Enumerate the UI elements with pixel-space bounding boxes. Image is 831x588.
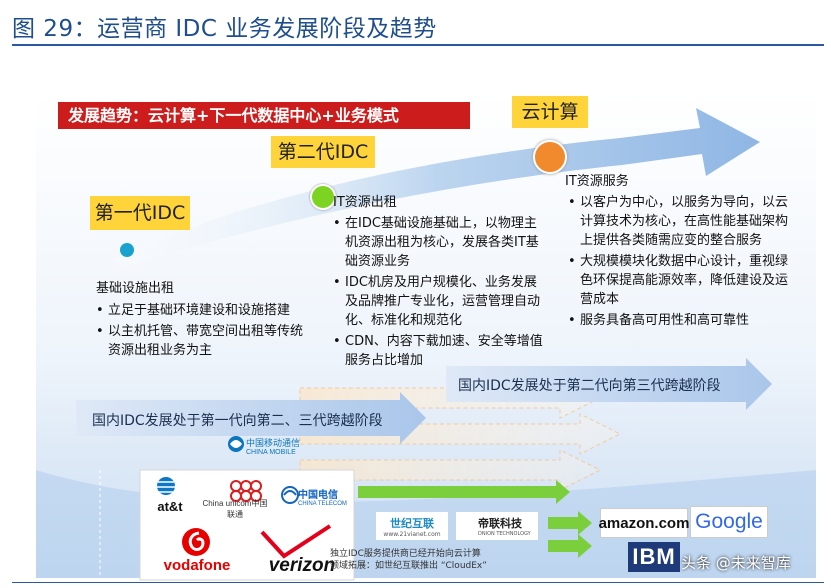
verizon-check-icon <box>260 524 332 559</box>
verizon-logo: verizon <box>268 555 336 576</box>
shiji-url: www.21vianet.com <box>383 530 441 538</box>
shiji-logo: 世纪互联 www.21vianet.com <box>376 512 448 540</box>
china-telecom-icon <box>281 486 299 504</box>
caption-line-2: 领域拓展：如世纪互联推出 “CloudEx” <box>330 561 487 571</box>
bottom-rule <box>12 582 824 583</box>
list-item: 在IDC基础设施基础上，以物理主机资源出租为核心，发展各类IT基础资源业务 <box>333 214 543 271</box>
vodafone-icon <box>182 528 210 556</box>
shiji-name: 世纪互联 <box>390 516 434 530</box>
china-mobile-logo: 中国移动通信 CHINA MOBILE <box>246 436 300 456</box>
att-logo: at&t <box>157 498 183 514</box>
section-3-heading: IT资源服务 <box>565 174 629 189</box>
china-telecom-logo: 中国电信 CHINA TELECOM <box>298 486 347 507</box>
china-telecom-cn: 中国电信 <box>298 490 338 501</box>
telecom-logo-panel <box>139 469 355 581</box>
generation-1-label: 第一代IDC <box>90 196 190 230</box>
ibm-logo: IBM <box>628 542 680 572</box>
dilian-logo: 帝联科技 DNION TECHNOLOGY <box>456 512 538 540</box>
section-2-heading: IT资源出租 <box>333 195 397 210</box>
list-item: 服务具备高可用性和高可靠性 <box>568 311 798 330</box>
china-mobile-icon <box>228 436 244 452</box>
stage-arrow-2 <box>446 358 772 410</box>
stage-dot-1 <box>120 243 134 257</box>
list-item: 立足于基础环境建设和设施搭建 <box>96 301 308 320</box>
stage-arrow-1 <box>76 392 426 444</box>
unicom-knot-icon <box>230 480 262 502</box>
google-logo: Google <box>690 506 768 538</box>
generation-2-label: 第二代IDC <box>271 136 375 168</box>
caption-line-1: 独立IDC服务提供商已经开始向云计算 <box>330 549 481 559</box>
stage-dot-2 <box>310 184 336 210</box>
figure-title: 图 29：运营商 IDC 业务发展阶段及趋势 <box>12 16 437 42</box>
vodafone-logo: vodafone <box>163 556 231 574</box>
amazon-logo: amazon.com <box>599 508 689 538</box>
section-1-bullets: 立足于基础环境建设和设施搭建 以主机托管、带宽空间出租等传统资源出租业务为主 <box>96 301 308 362</box>
section-3-bullets: 以客户为中心，以服务为导向，以云计算技术为核心，在高性能基础架构上提供各类随需应… <box>568 193 798 332</box>
china-mobile-cn: 中国移动通信 <box>246 438 301 448</box>
list-item: 以主机托管、带宽空间出租等传统资源出租业务为主 <box>96 322 308 360</box>
title-rule <box>12 44 824 46</box>
china-telecom-en: CHINA TELECOM <box>298 501 347 507</box>
cloud-computing-label: 云计算 <box>512 96 588 128</box>
trend-banner: 发展趋势：云计算+下一代数据中心+业务模式 <box>58 102 470 129</box>
list-item: 以客户为中心，以服务为导向，以云计算技术为核心，在高性能基础架构上提供各类随需应… <box>568 193 798 250</box>
watermark: 头条 @未来智库 <box>681 554 791 572</box>
logo-flow-arrows <box>358 480 592 558</box>
stage-2-text: 国内IDC发展处于第二代向第三代跨越阶段 <box>458 378 721 394</box>
section-2-bullets: 在IDC基础设施基础上，以物理主机资源出租为核心，发展各类IT基础资源业务 ID… <box>333 214 543 372</box>
stage-1-text: 国内IDC发展处于第一代向第二、三代跨越阶段 <box>92 413 383 429</box>
dilian-name: 帝联科技 <box>478 517 522 530</box>
growth-curve-arrow <box>112 108 760 268</box>
stage-dot-3 <box>533 140 567 174</box>
list-item: IDC机房及用户规模化、业务发展及品牌推广专业化，运营管理自动化、标准化和规范化 <box>333 273 543 330</box>
china-mobile-en: CHINA MOBILE <box>246 449 296 456</box>
list-item: 大规模模块化数据中心设计，重视绿色环保提高能源效率，降低建设及运营成本 <box>568 252 798 309</box>
china-unicom-logo: China unicom中国联通 <box>202 499 268 519</box>
att-globe-icon <box>157 477 175 495</box>
section-1-heading: 基础设施出租 <box>96 281 175 296</box>
list-item: CDN、内容下载加速、安全等增值服务占比增加 <box>333 332 543 370</box>
dilian-en: DNION TECHNOLOGY <box>478 531 531 537</box>
caption: 独立IDC服务提供商已经开始向云计算 领域拓展：如世纪互联推出 “CloudEx… <box>330 548 487 572</box>
